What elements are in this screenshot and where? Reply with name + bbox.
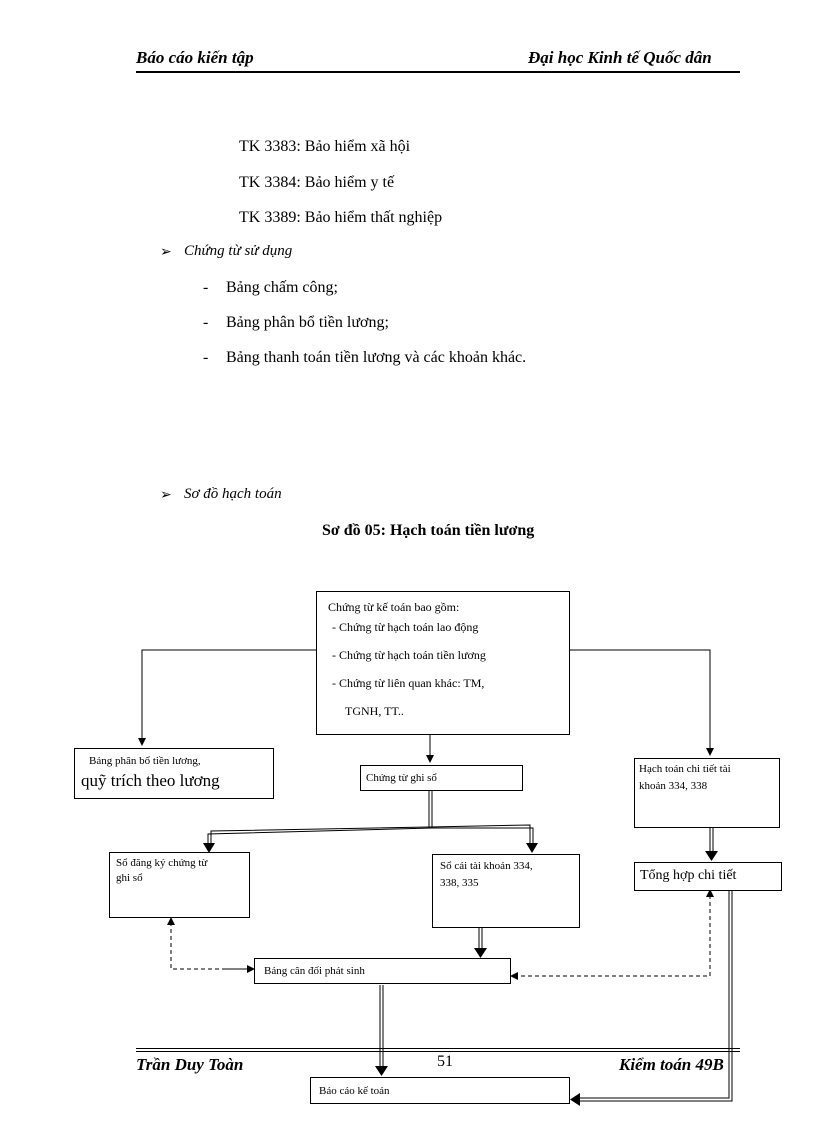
register-line: ghi sổ: [116, 872, 143, 884]
connector-summary-report: [580, 891, 733, 1102]
ledger-line: 338, 335: [440, 877, 479, 889]
dash-marker: -: [203, 279, 209, 296]
footer-left: Trần Duy Toàn: [136, 1055, 244, 1074]
source-line: TGNH, TT..: [345, 704, 404, 718]
allocation-line: Bảng phân bổ tiền lương,: [89, 755, 201, 767]
account-line-3389: TK 3389: Bảo hiểm thất nghiệp: [239, 209, 443, 226]
diagram-heading: Sơ đồ hạch toán: [184, 486, 282, 502]
arrowhead-register: [203, 843, 215, 853]
detail-line: Hạch toán chi tiết tài: [639, 763, 731, 775]
arrowhead-report: [375, 1066, 388, 1076]
header-rule: [136, 71, 740, 73]
documents-heading: Chứng từ sử dụng: [184, 243, 293, 259]
account-line-3383: TK 3383: Bảo hiểm xã hội: [239, 138, 411, 155]
diagram-title: Sơ đồ 05: Hạch toán tiền lương: [322, 522, 535, 539]
page-number: 51: [437, 1053, 453, 1070]
register-line: Sổ đăng ký chứng từ: [116, 857, 208, 869]
footer-rule-bottom: [136, 1051, 740, 1052]
ledger-box: Sổ cái tài khoản 334, 338, 335: [432, 854, 580, 928]
dashed-balance-register: [167, 917, 254, 970]
source-line: Chứng từ kế toán bao gồm:: [328, 600, 460, 614]
source-line: - Chứng từ hạch toán lao động: [332, 620, 479, 634]
report-box: Báo cáo kế toán: [310, 1077, 570, 1104]
dash-marker: -: [203, 349, 209, 366]
arrowhead-ledger: [526, 843, 538, 853]
dash-marker: -: [203, 314, 209, 331]
arrowhead-summary: [705, 851, 718, 861]
header-left: Báo cáo kiến tập: [136, 48, 254, 67]
ledger-line: Sổ cái tài khoản 334,: [440, 860, 533, 872]
connector-ledger-balance: [478, 928, 483, 948]
source-line: - Chứng từ hạch toán tiền lương: [332, 648, 486, 662]
summary-box: Tổng hợp chi tiết: [634, 862, 782, 891]
document-item: Bảng phân bổ tiền lương;: [226, 314, 389, 331]
document-item: Bảng thanh toán tiền lương và các khoản …: [226, 349, 527, 366]
connector-balance-report: [379, 985, 384, 1066]
connector-voucher-split: [207, 791, 534, 843]
footer-right: Kiểm toán 49B: [619, 1055, 724, 1074]
voucher-box: Chứng từ ghi sổ: [360, 765, 523, 791]
balance-box: Bảng cân đối phát sinh: [254, 958, 511, 984]
connector-source-detail: [555, 649, 714, 756]
allocation-line: quỹ trích theo lương: [81, 771, 220, 790]
arrow-bullet-icon: ➢: [160, 245, 172, 260]
source-line: - Chứng từ liên quan khác: TM,: [332, 676, 485, 690]
source-documents-box: Chứng từ kế toán bao gồm: - Chứng từ hạc…: [316, 591, 570, 735]
arrow-bullet-icon: ➢: [160, 488, 172, 503]
document-item: Bảng chấm công;: [226, 279, 338, 296]
report-label: Báo cáo kế toán: [319, 1085, 390, 1097]
summary-label: Tổng hợp chi tiết: [640, 868, 737, 883]
balance-label: Bảng cân đối phát sinh: [264, 965, 365, 977]
register-box: Sổ đăng ký chứng từ ghi sổ: [109, 852, 250, 918]
header-right: Đại học Kinh tế Quốc dân: [528, 48, 712, 67]
detail-line: khoản 334, 338: [639, 780, 708, 792]
allocation-box: Bảng phân bổ tiền lương, quỹ trích theo …: [74, 748, 274, 799]
arrowhead-balance: [474, 948, 487, 958]
arrowhead-report-side: [570, 1093, 580, 1106]
connector-detail-summary: [709, 828, 714, 851]
account-line-3384: TK 3384: Bảo hiểm y tế: [239, 174, 395, 191]
footer-rule-top: [136, 1048, 740, 1049]
dashed-summary-balance: [510, 895, 711, 980]
voucher-label: Chứng từ ghi sổ: [366, 772, 437, 784]
detail-box: Hạch toán chi tiết tài khoản 334, 338: [634, 758, 780, 828]
connector-source-allocation: [138, 649, 316, 746]
